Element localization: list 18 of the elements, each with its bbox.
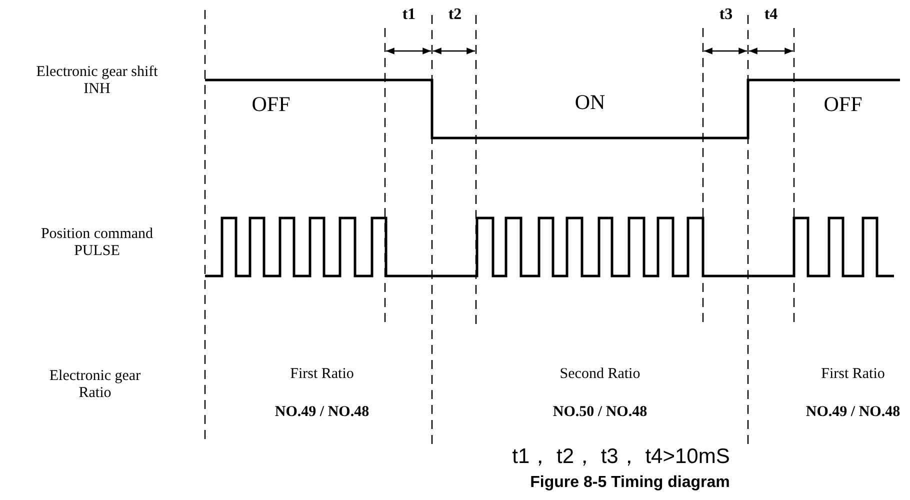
signal-name: Electronic gear shift INH — [35, 64, 159, 98]
ratio-label: Second Ratio — [560, 366, 640, 384]
signal-name: Position command PULSE — [40, 226, 154, 260]
ratio-label: First Ratio — [821, 366, 885, 384]
timing-label: t2 — [448, 6, 462, 24]
timing-condition-note: t1， t2， t3， t4>10mS — [512, 445, 730, 470]
figure-caption: Figure 8-5 Timing diagram — [530, 474, 730, 492]
parameter-label: NO.50 / NO.48 — [552, 404, 648, 422]
ratio-label: First Ratio — [290, 366, 354, 384]
parameter-label: NO.49 / NO.48 — [806, 404, 900, 422]
parameter-label: NO.49 / NO.48 — [274, 404, 370, 422]
timing-label: t4 — [764, 6, 778, 24]
timing-label: t3 — [719, 6, 733, 24]
state-label: ON — [574, 90, 606, 114]
state-label: OFF — [252, 92, 290, 116]
signal-name: Electronic gear Ratio — [48, 368, 142, 402]
timing-label: t1 — [402, 6, 416, 24]
state-label: OFF — [824, 92, 862, 116]
